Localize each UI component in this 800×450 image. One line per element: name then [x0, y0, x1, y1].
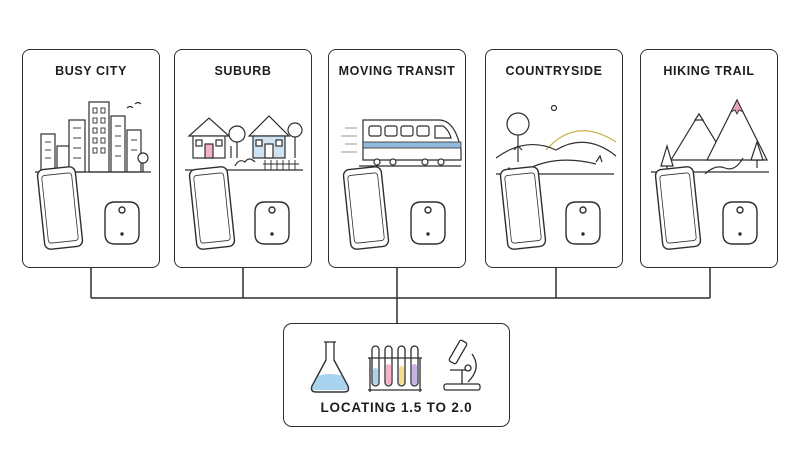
smartphone-icon — [188, 166, 236, 250]
card-title: BUSY CITY — [55, 64, 127, 78]
tracker-tag-icon — [722, 201, 758, 245]
result-box: LOCATING 1.5 TO 2.0 — [283, 323, 510, 427]
card-busy-city: BUSY CITY — [22, 49, 160, 268]
microscope-icon — [443, 339, 481, 391]
tracker-tag-icon — [104, 201, 140, 245]
card-moving-transit: MOVING TRANSIT — [328, 49, 466, 268]
smartphone-icon — [654, 166, 702, 250]
card-suburb: SUBURB — [174, 49, 312, 268]
result-label: LOCATING 1.5 TO 2.0 — [320, 400, 473, 415]
test-tubes-icon — [368, 345, 422, 392]
card-title: MOVING TRANSIT — [338, 64, 456, 78]
smartphone-icon — [499, 166, 547, 250]
card-countryside: COUNTRYSIDE — [485, 49, 623, 268]
card-title: COUNTRYSIDE — [505, 64, 603, 78]
card-hiking-trail: HIKING TRAIL — [640, 49, 778, 268]
smartphone-icon — [342, 166, 390, 250]
tracker-tag-icon — [254, 201, 290, 245]
flask-icon — [310, 341, 350, 393]
mountains-icon — [651, 98, 769, 175]
hills-icon — [495, 104, 617, 175]
card-title: HIKING TRAIL — [663, 64, 755, 78]
tracker-tag-icon — [565, 201, 601, 245]
card-title: SUBURB — [214, 64, 272, 78]
smartphone-icon — [36, 166, 84, 250]
houses-icon — [185, 115, 303, 171]
train-icon — [341, 119, 462, 167]
city-skyline-icon — [35, 101, 151, 173]
tracker-tag-icon — [410, 201, 446, 245]
